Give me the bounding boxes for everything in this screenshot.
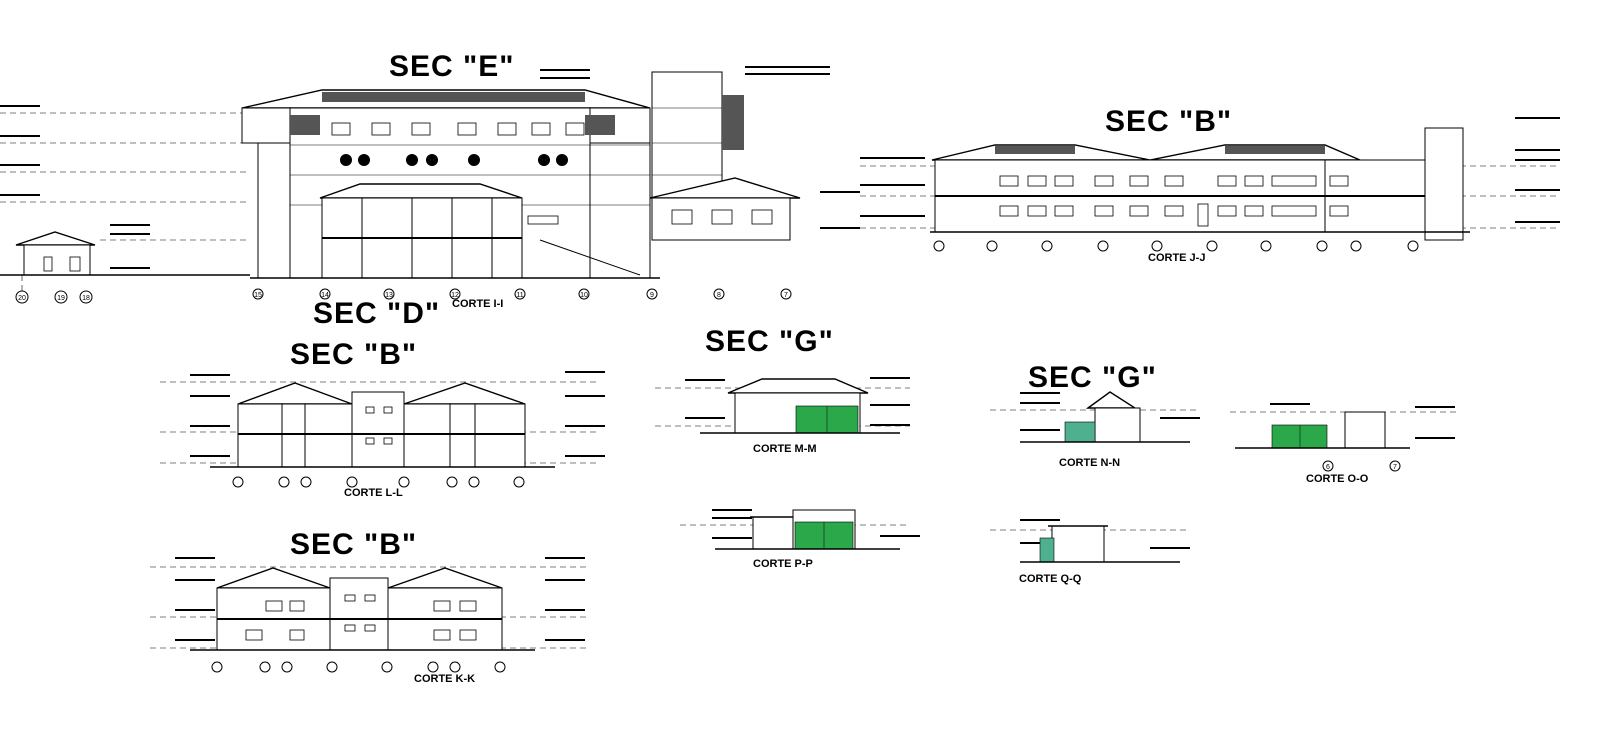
- section-title-g-right: SEC "G": [1028, 361, 1157, 394]
- axis-14: 14: [321, 292, 329, 299]
- round-windows: [340, 154, 568, 166]
- cut-label-l-l: CORTE L-L: [344, 487, 403, 499]
- section-title-b-bottom: SEC "B": [290, 528, 417, 561]
- axis-10: 10: [580, 292, 588, 299]
- cut-label-q-q: CORTE Q-Q: [1019, 573, 1082, 585]
- cut-label-k-k: CORTE K-K: [414, 673, 475, 685]
- cut-p-p-drawing: CORTE P-P: [680, 509, 920, 570]
- section-title-e: SEC "E": [389, 50, 514, 83]
- section-b-mid-drawing: SEC "D" SEC "B": [160, 297, 605, 499]
- axis-bubbles-l-l: [232, 476, 525, 488]
- axis-7: 7: [784, 292, 788, 299]
- section-g-left-drawing: SEC "G" CORTE M-M: [655, 325, 910, 455]
- axis-bubbles-e: 20 19 18 15 14 13 12 11 10 9 8 7: [15, 275, 792, 304]
- windows-upper: [331, 122, 585, 136]
- cut-label-p-p: CORTE P-P: [753, 558, 813, 570]
- main-building-e: [241, 66, 860, 279]
- windows-j-j: [999, 175, 1349, 227]
- axis-8: 8: [717, 292, 721, 299]
- axis-bubbles-k-k: [211, 661, 506, 673]
- cut-label-i-i: CORTE I-I: [452, 298, 503, 310]
- axis-13: 13: [385, 292, 393, 299]
- cut-o-o-drawing: 6 7 CORTE O-O: [1230, 403, 1460, 485]
- cut-label-j-j: CORTE J-J: [1148, 252, 1205, 264]
- axis-20: 20: [18, 295, 26, 302]
- axis-19: 19: [57, 295, 65, 302]
- section-g-right-drawing: SEC "G" CORTE N-N: [990, 361, 1200, 469]
- pavilion-left: [0, 231, 250, 276]
- section-b-top-drawing: SEC "B" CORTE J-J: [860, 105, 1560, 264]
- axis-12: 12: [451, 292, 459, 299]
- cut-q-q-drawing: CORTE Q-Q: [990, 519, 1190, 585]
- section-b-bottom-drawing: SEC "B": [150, 528, 590, 685]
- section-title-b-mid: SEC "B": [290, 338, 417, 371]
- cut-label-o-o: CORTE O-O: [1306, 473, 1369, 485]
- cut-label-m-m: CORTE M-M: [753, 443, 817, 455]
- axis-7-o: 7: [1393, 464, 1397, 471]
- level-markers-left: [0, 105, 250, 269]
- axis-9: 9: [650, 292, 654, 299]
- axis-18: 18: [82, 295, 90, 302]
- axis-15: 15: [254, 292, 262, 299]
- section-title-d: SEC "D": [313, 297, 440, 330]
- cut-label-n-n: CORTE N-N: [1059, 457, 1120, 469]
- section-title-g-left: SEC "G": [705, 325, 834, 358]
- axis-bubbles-j-j: [933, 240, 1419, 252]
- section-e-drawing: 20 19 18 15 14 13 12 11 10 9 8 7 SEC "E"…: [0, 50, 860, 310]
- axis-11: 11: [516, 292, 523, 299]
- section-title-b-top: SEC "B": [1105, 105, 1232, 138]
- axis-6: 6: [1326, 464, 1330, 471]
